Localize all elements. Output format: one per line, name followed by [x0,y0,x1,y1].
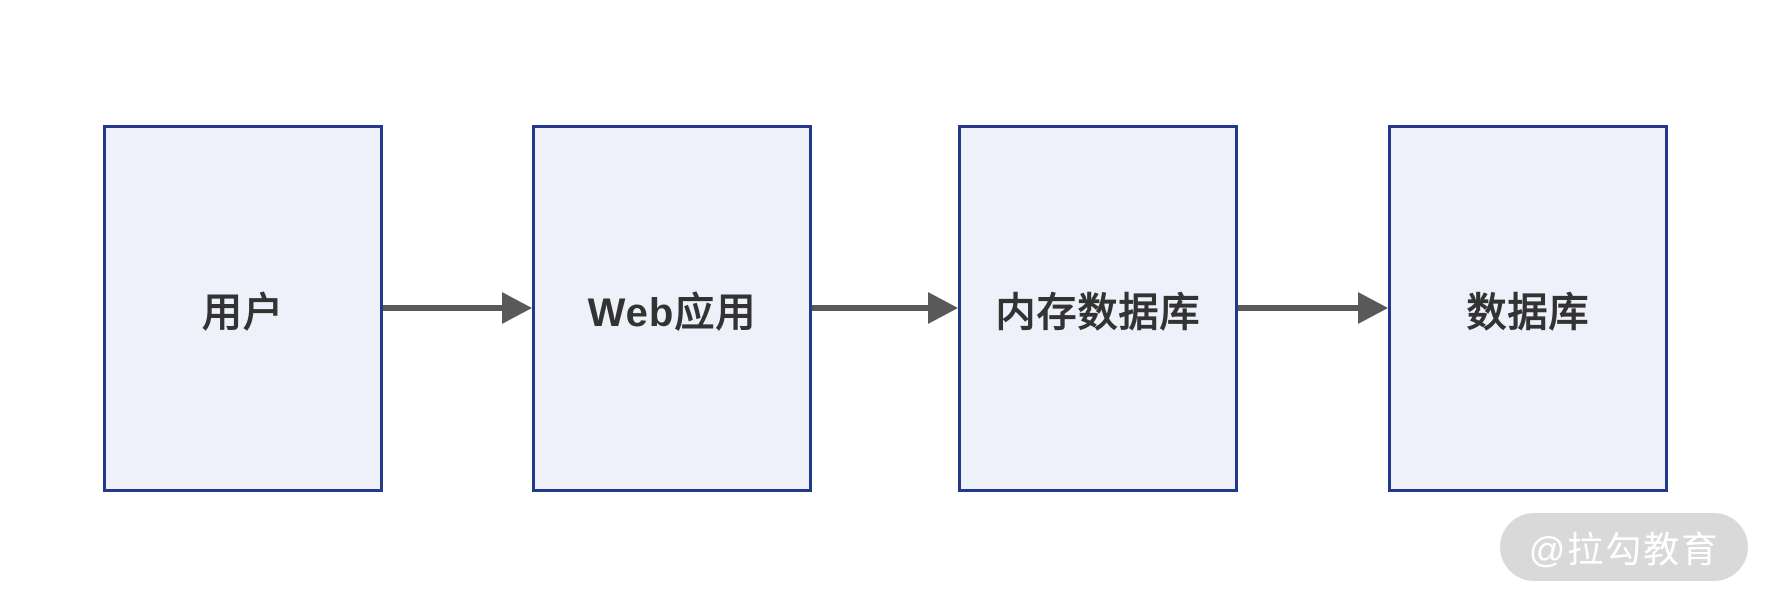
node-web-app-label: Web应用 [587,290,757,335]
arrow-line [383,305,506,311]
node-memory-db-label: 内存数据库 [995,290,1201,335]
node-user: 用户 [103,125,383,492]
arrow-head-icon [502,292,532,324]
arrow-head-icon [928,292,958,324]
node-user-label: 用户 [202,290,284,335]
arrow-line [1238,305,1362,311]
arrow-line [812,305,932,311]
node-database-label: 数据库 [1466,290,1590,335]
watermark-text: @拉勾教育 [1528,529,1720,570]
node-web-app: Web应用 [532,125,812,492]
watermark-badge: @拉勾教育 [1500,513,1748,581]
arrow-head-icon [1358,292,1388,324]
node-database: 数据库 [1388,125,1668,492]
node-memory-db: 内存数据库 [958,125,1238,492]
